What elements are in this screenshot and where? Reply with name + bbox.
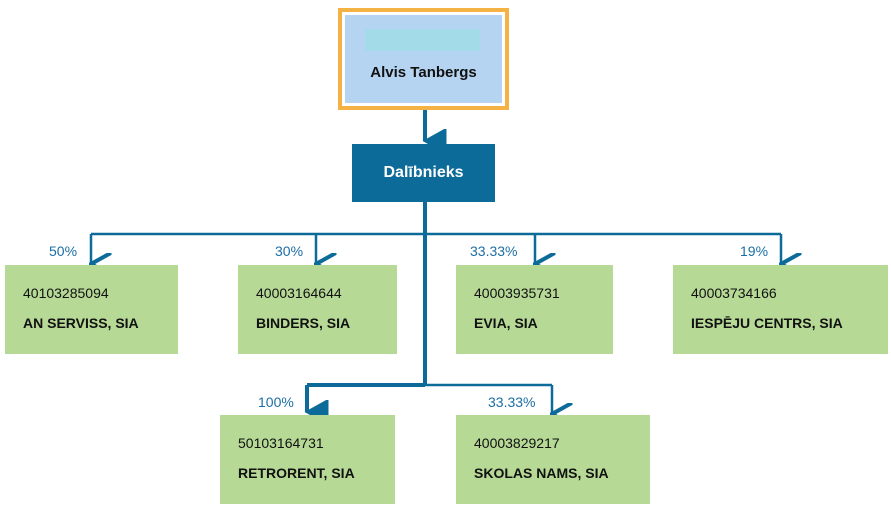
company-name: IESPĒJU CENTRS, SIA (691, 315, 843, 331)
company-name: BINDERS, SIA (256, 315, 351, 331)
company-reg-no: 40103285094 (23, 285, 109, 301)
share-label-4: 19% (740, 243, 769, 259)
company-name: SKOLAS NAMS, SIA (474, 465, 609, 481)
company-node-3[interactable]: 40003935731 EVIA, SIA (456, 265, 613, 354)
company-reg-no: 40003829217 (474, 435, 560, 451)
company-name: RETRORENT, SIA (238, 465, 355, 481)
company-node-6[interactable]: 40003829217 SKOLAS NAMS, SIA (456, 415, 650, 504)
company-name: AN SERVISS, SIA (23, 315, 139, 331)
company-node-4[interactable]: 40003734166 IESPĒJU CENTRS, SIA (673, 265, 888, 354)
company-reg-no: 40003734166 (691, 285, 777, 301)
person-node[interactable]: Alvis Tanbergs (338, 8, 509, 110)
person-name: Alvis Tanbergs (370, 64, 477, 81)
role-node: Dalībnieks (352, 144, 495, 202)
share-label-3: 33.33% (470, 243, 518, 259)
share-label-2: 30% (275, 243, 304, 259)
company-node-2[interactable]: 40003164644 BINDERS, SIA (238, 265, 397, 354)
share-label-6: 33.33% (488, 394, 536, 410)
company-name: EVIA, SIA (474, 315, 538, 331)
company-reg-no: 50103164731 (238, 435, 324, 451)
share-label-1: 50% (49, 243, 78, 259)
company-reg-no: 40003935731 (474, 285, 560, 301)
share-label-5: 100% (258, 394, 294, 410)
person-photo-placeholder (365, 29, 480, 51)
person-node-body: Alvis Tanbergs (345, 15, 502, 103)
company-reg-no: 40003164644 (256, 285, 342, 301)
company-node-1[interactable]: 40103285094 AN SERVISS, SIA (5, 265, 178, 354)
company-node-5[interactable]: 50103164731 RETRORENT, SIA (220, 415, 395, 504)
